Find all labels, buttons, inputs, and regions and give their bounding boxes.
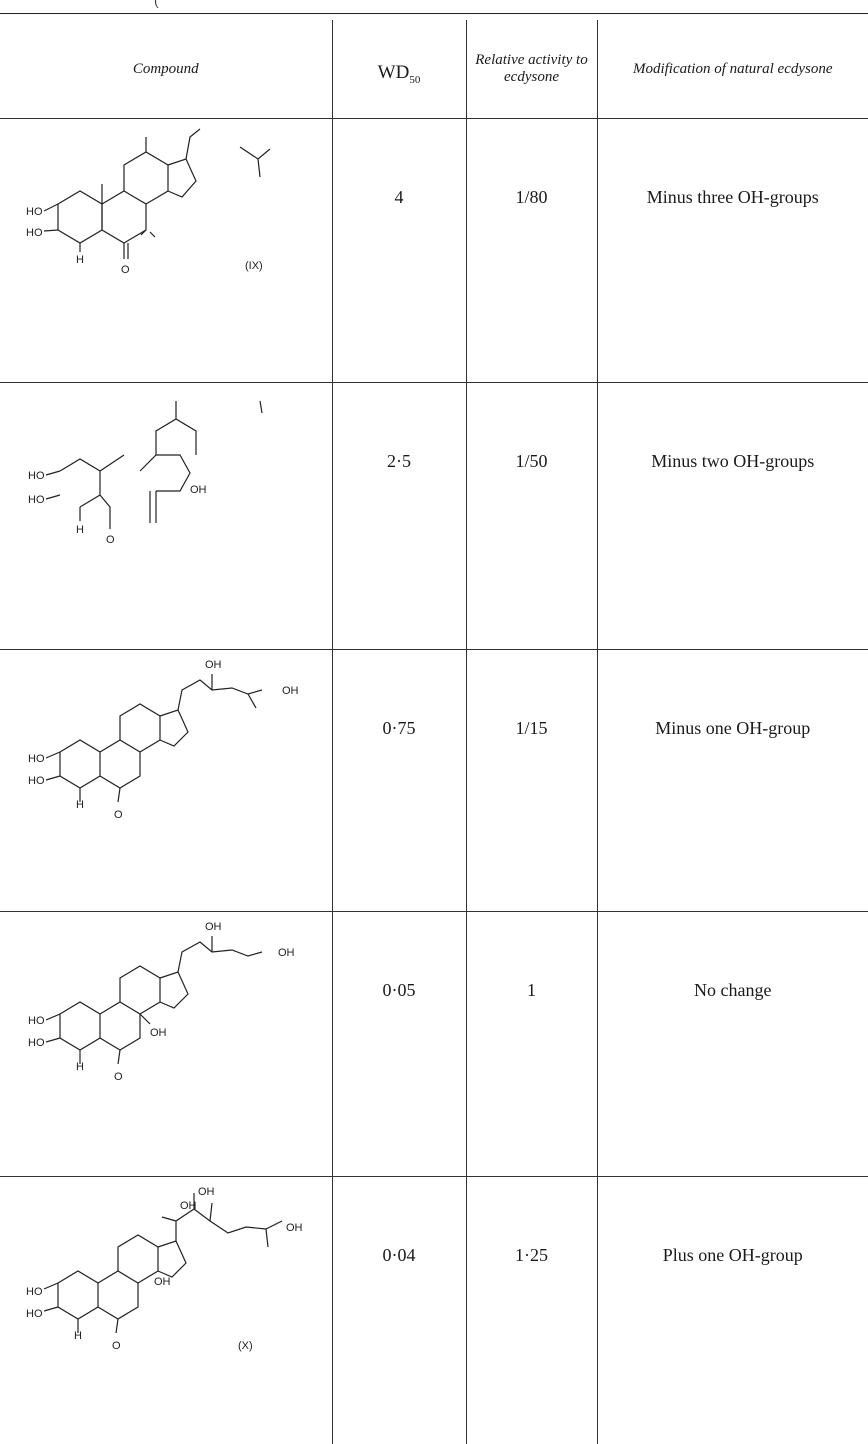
table-row: HO HO H O (IX) 4 1/80 Minus three OH-gro… (0, 119, 868, 383)
table-row: HO HO H O OH OH OH OH (X) 0·04 1·25 Plus… (0, 1177, 868, 1444)
header-modification: Modification of natural ecdysone (597, 20, 868, 119)
table-row: HO HO H O OH 2·5 1/50 Minus two OH-group… (0, 383, 868, 650)
svg-text:OH: OH (154, 1276, 171, 1288)
compound-structure: HO HO H O OH OH (0, 650, 332, 912)
svg-text:HO: HO (26, 206, 43, 218)
relative-activity-value: 1/80 (466, 119, 597, 383)
header-compound: Compound (0, 20, 332, 119)
header-relative-activity: Relative activity to ecdysone (466, 20, 597, 119)
svg-text:O: O (121, 264, 130, 276)
svg-text:HO: HO (28, 470, 45, 482)
svg-text:OH: OH (198, 1186, 215, 1198)
svg-text:OH: OH (205, 659, 222, 671)
svg-text:(X): (X) (238, 1340, 253, 1352)
svg-text:O: O (114, 809, 123, 821)
relative-activity-value: 1/15 (466, 650, 597, 912)
svg-text:H: H (76, 524, 84, 536)
svg-text:OH: OH (282, 685, 299, 697)
wd50-value: 0·04 (332, 1177, 466, 1444)
svg-text:HO: HO (28, 1037, 45, 1049)
table-row: HO HO H O OH OH 0·75 1/15 Minus one OH-g… (0, 650, 868, 912)
svg-text:OH: OH (150, 1027, 167, 1039)
compound-structure: HO HO H O OH (0, 383, 332, 650)
header-row: Compound WD50 Relative activity to ecdys… (0, 20, 868, 119)
wd50-value: 0·05 (332, 912, 466, 1177)
ecdysone-activity-table: Compound WD50 Relative activity to ecdys… (0, 20, 868, 1444)
modification-value: No change (597, 912, 868, 1177)
svg-text:OH: OH (286, 1222, 303, 1234)
svg-text:OH: OH (205, 921, 222, 933)
svg-text:H: H (74, 1330, 82, 1342)
svg-text:HO: HO (28, 753, 45, 765)
cut-off-caption: ( (150, 0, 163, 8)
svg-text:(IX): (IX) (245, 260, 263, 272)
wd50-value: 0·75 (332, 650, 466, 912)
svg-text:HO: HO (28, 494, 45, 506)
header-wd50: WD50 (332, 20, 466, 119)
modification-value: Minus one OH-group (597, 650, 868, 912)
table-row: HO HO H O OH OH OH 0·05 1 No change (0, 912, 868, 1177)
compound-structure: HO HO H O (IX) (0, 119, 332, 383)
svg-text:O: O (106, 534, 115, 546)
svg-text:O: O (114, 1071, 123, 1083)
wd50-value: 2·5 (332, 383, 466, 650)
svg-text:O: O (112, 1340, 121, 1352)
svg-text:H: H (76, 799, 84, 811)
svg-text:H: H (76, 1061, 84, 1073)
svg-text:HO: HO (26, 1308, 43, 1320)
svg-text:HO: HO (26, 1286, 43, 1298)
compound-structure: HO HO H O OH OH OH OH (X) (0, 1177, 332, 1444)
svg-text:HO: HO (28, 775, 45, 787)
relative-activity-value: 1·25 (466, 1177, 597, 1444)
svg-text:OH: OH (180, 1200, 197, 1212)
svg-text:OH: OH (278, 947, 295, 959)
modification-value: Minus two OH-groups (597, 383, 868, 650)
modification-value: Minus three OH-groups (597, 119, 868, 383)
relative-activity-value: 1 (466, 912, 597, 1177)
compound-structure: HO HO H O OH OH OH (0, 912, 332, 1177)
svg-text:OH: OH (190, 484, 207, 496)
modification-value: Plus one OH-group (597, 1177, 868, 1444)
svg-text:H: H (76, 254, 84, 266)
relative-activity-value: 1/50 (466, 383, 597, 650)
svg-text:HO: HO (26, 227, 43, 239)
svg-text:HO: HO (28, 1015, 45, 1027)
wd50-value: 4 (332, 119, 466, 383)
